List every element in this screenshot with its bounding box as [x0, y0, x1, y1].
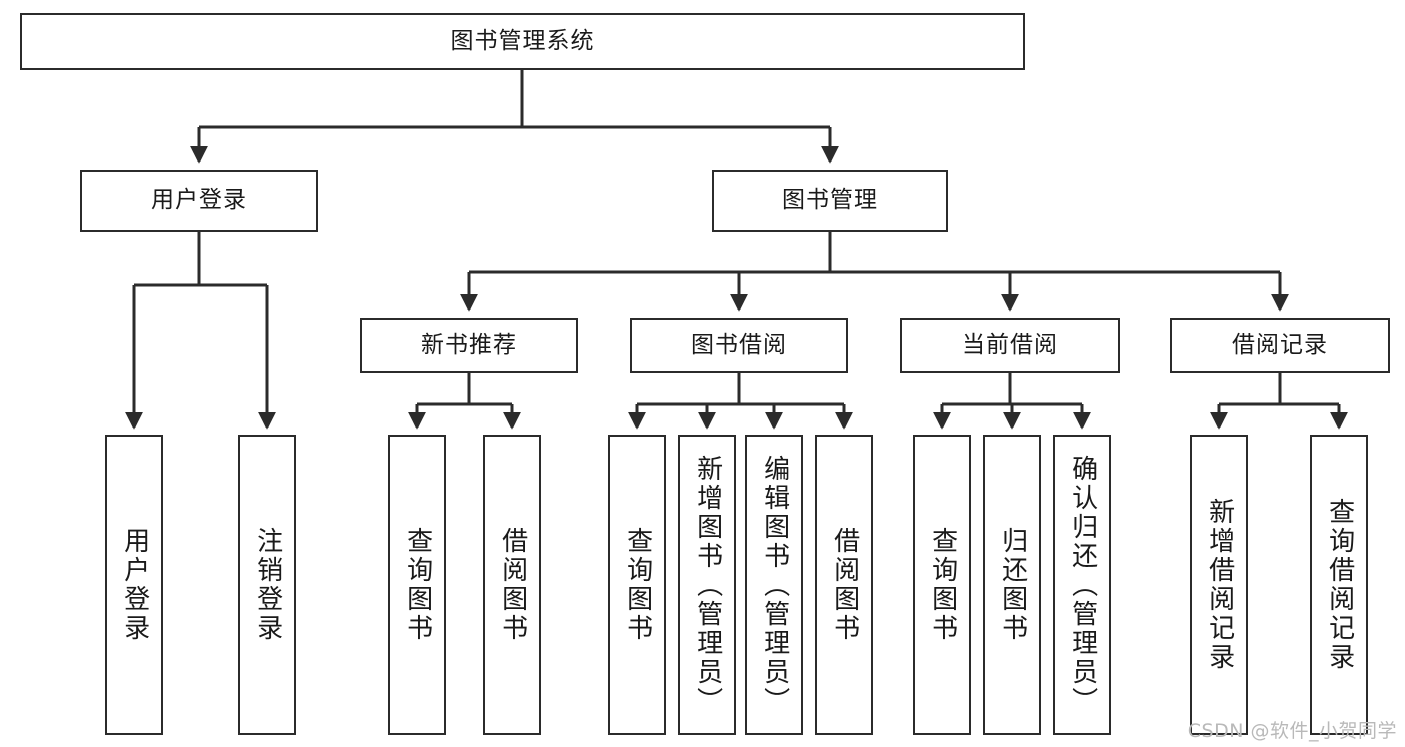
leaf-new-book-query-label: 查询图书: [402, 527, 433, 643]
leaf-borrow-query-book-label: 查询图书: [622, 527, 653, 643]
watermark: CSDN @软件_小贺同学: [1187, 720, 1397, 742]
node-borrow-record[interactable]: 借阅记录: [1170, 318, 1390, 373]
leaf-confirm-return-admin-label: 确认归还（管理员）: [1067, 454, 1098, 716]
leaf-query-borrow-record[interactable]: 查询借阅记录: [1310, 435, 1368, 735]
leaf-logout-label: 注销登录: [252, 527, 283, 643]
node-new-book-recommend-label: 新书推荐: [421, 331, 517, 358]
leaf-borrow-query-book[interactable]: 查询图书: [608, 435, 666, 735]
leaf-return-book-label: 归还图书: [997, 527, 1028, 643]
leaf-new-book-query[interactable]: 查询图书: [388, 435, 446, 735]
leaf-confirm-return-admin[interactable]: 确认归还（管理员）: [1053, 435, 1111, 735]
leaf-add-borrow-record[interactable]: 新增借阅记录: [1190, 435, 1248, 735]
leaf-new-book-borrow[interactable]: 借阅图书: [483, 435, 541, 735]
leaf-user-login-label: 用户登录: [119, 527, 150, 643]
leaf-current-query-book[interactable]: 查询图书: [913, 435, 971, 735]
node-user-login[interactable]: 用户登录: [80, 170, 318, 232]
node-borrow-record-label: 借阅记录: [1232, 331, 1328, 358]
leaf-return-book[interactable]: 归还图书: [983, 435, 1041, 735]
leaf-user-login[interactable]: 用户登录: [105, 435, 163, 735]
node-book-management[interactable]: 图书管理: [712, 170, 948, 232]
leaf-edit-book-admin[interactable]: 编辑图书（管理员）: [745, 435, 803, 735]
node-user-login-label: 用户登录: [151, 187, 247, 214]
leaf-edit-book-admin-label: 编辑图书（管理员）: [759, 454, 790, 716]
node-current-borrow-label: 当前借阅: [962, 331, 1058, 358]
leaf-borrow-book[interactable]: 借阅图书: [815, 435, 873, 735]
leaf-add-book-admin[interactable]: 新增图书（管理员）: [678, 435, 736, 735]
node-book-management-label: 图书管理: [782, 187, 878, 214]
node-book-borrow-label: 图书借阅: [691, 331, 787, 358]
leaf-query-borrow-record-label: 查询借阅记录: [1324, 498, 1355, 672]
node-new-book-recommend[interactable]: 新书推荐: [360, 318, 578, 373]
node-book-borrow[interactable]: 图书借阅: [630, 318, 848, 373]
leaf-add-book-admin-label: 新增图书（管理员）: [692, 454, 723, 716]
node-current-borrow[interactable]: 当前借阅: [900, 318, 1120, 373]
leaf-borrow-book-label: 借阅图书: [829, 527, 860, 643]
leaf-current-query-book-label: 查询图书: [927, 527, 958, 643]
node-root-label: 图书管理系统: [450, 27, 595, 54]
leaf-add-borrow-record-label: 新增借阅记录: [1204, 498, 1235, 672]
leaf-logout[interactable]: 注销登录: [238, 435, 296, 735]
leaf-new-book-borrow-label: 借阅图书: [497, 527, 528, 643]
node-root[interactable]: 图书管理系统: [20, 13, 1025, 70]
